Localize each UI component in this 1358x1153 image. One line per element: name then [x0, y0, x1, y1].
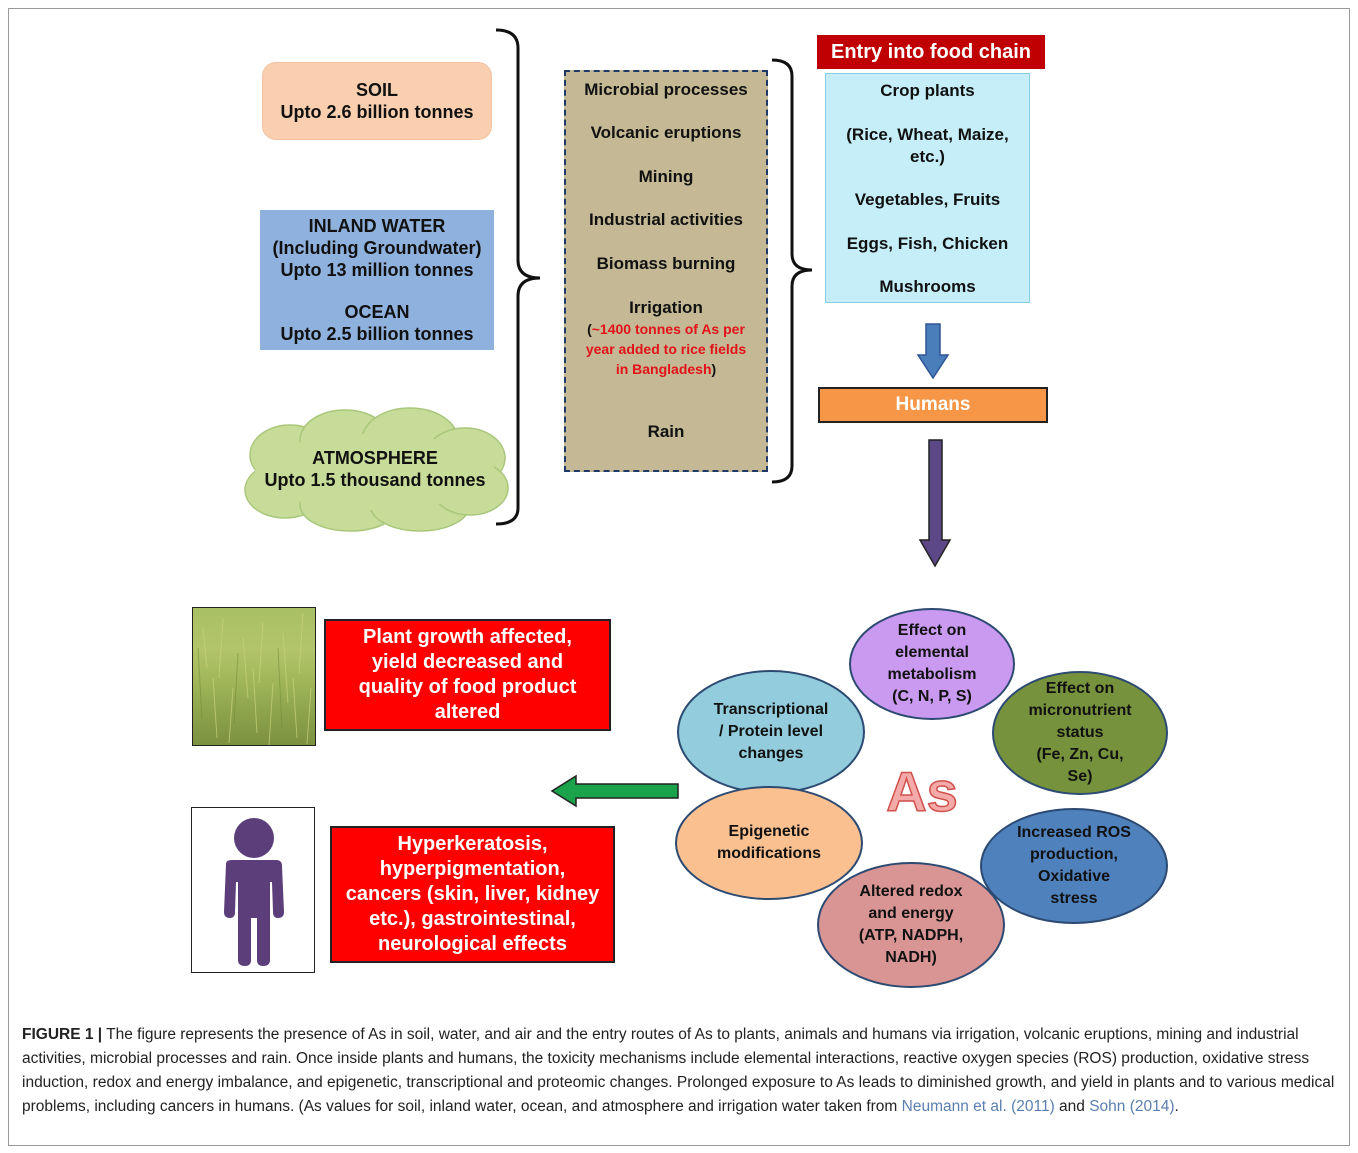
atmosphere-label: ATMOSPHERE [312, 448, 438, 468]
irrigation-note-line3: in Bangladesh [615, 361, 712, 377]
redox-line4: NADH) [885, 949, 937, 966]
entry-title: Entry into food chain [817, 35, 1045, 69]
plant-effect-line4: altered [434, 701, 501, 723]
micronutrient-line5: Se) [1067, 768, 1093, 785]
crops-title: Crop plants [880, 81, 975, 100]
figure-frame [8, 8, 1350, 1146]
micronutrient-line1: Effect on [1045, 680, 1115, 697]
human-effect-line1: Hyperkeratosis, [397, 833, 548, 855]
source-microbial: Microbial processes [584, 80, 748, 99]
rice-field-image [192, 607, 316, 746]
bracket-reservoirs [495, 28, 541, 526]
atmosphere-text: ATMOSPHERE Upto 1.5 thousand tonnes [248, 444, 502, 494]
source-rain: Rain [647, 422, 685, 441]
human-effect-line2: hyperpigmentation, [379, 858, 566, 880]
humans-box: Humans [818, 387, 1048, 423]
caption-text: The figure represents the presence of As… [22, 1026, 1335, 1115]
ros-line1: Increased ROS [1017, 824, 1131, 841]
bracket-sources [771, 58, 813, 484]
ellipse-elemental-metabolism: Effect on elemental metabolism (C, N, P,… [849, 608, 1015, 720]
soil-label: SOIL [355, 80, 398, 100]
irrigation-paren-close: ) [711, 361, 717, 377]
ocean-label: OCEAN [344, 302, 410, 322]
redox-line2: and energy [868, 905, 954, 922]
ellipse-epigenetic: Epigenetic modifications [675, 786, 863, 900]
transcriptional-line1: Transcriptional [713, 701, 829, 718]
food-mushrooms: Mushrooms [879, 277, 976, 296]
inland-water-label: INLAND WATER [308, 216, 446, 236]
ellipse-ros: Increased ROS production, Oxidative stre… [980, 808, 1168, 924]
caption-label: FIGURE 1 | [22, 1026, 103, 1043]
crops-etc: etc.) [910, 147, 945, 166]
water-box: INLAND WATER (Including Groundwater) Upt… [260, 210, 494, 350]
elemental-line3: metabolism [887, 666, 977, 683]
source-volcanic: Volcanic eruptions [590, 123, 742, 142]
atmosphere-cloud [244, 407, 509, 532]
crops-examples: (Rice, Wheat, Maize, [846, 125, 1009, 144]
irrigation-paren-open: ( [587, 321, 592, 337]
inland-water-note: (Including Groundwater) [272, 238, 482, 258]
elemental-line4: (C, N, P, S) [892, 688, 972, 705]
transcriptional-line3: changes [738, 745, 804, 762]
plant-effect-line3: quality of food product [358, 676, 577, 698]
micronutrient-line4: (Fe, Zn, Cu, [1036, 746, 1124, 763]
ellipse-redox: Altered redox and energy (ATP, NADPH, NA… [817, 862, 1005, 988]
redox-line3: (ATP, NADPH, [858, 927, 964, 944]
caption-citation-neumann[interactable]: Neumann et al. (2011) [901, 1098, 1055, 1115]
rice-texture [197, 612, 312, 745]
atmosphere-amount: Upto 1.5 thousand tonnes [264, 470, 486, 490]
inland-water-amount: Upto 13 million tonnes [280, 260, 474, 280]
elemental-line1: Effect on [897, 622, 967, 639]
human-effect-line4: etc.), gastrointestinal, [369, 908, 576, 930]
transcriptional-line2: / Protein level [718, 723, 824, 740]
ellipse-micronutrient-status: Effect on micronutrient status (Fe, Zn, … [992, 671, 1168, 795]
irrigation-note-line1: ~1400 tonnes of As per [591, 321, 745, 337]
arrow-to-mechanisms [918, 439, 952, 568]
source-mining: Mining [638, 167, 694, 186]
as-center-label: As [885, 759, 958, 824]
human-effect-line5: neurological effects [378, 933, 567, 955]
epigenetic-line2: modifications [716, 845, 821, 862]
person-image [191, 807, 315, 973]
source-irrigation: Irrigation [629, 298, 703, 317]
crops-box: Crop plants (Rice, Wheat, Maize, etc.) V… [825, 73, 1030, 303]
plant-effect-line2: yield decreased and [371, 651, 564, 673]
ros-line2: production, [1030, 846, 1118, 863]
ros-line3: Oxidative [1037, 868, 1111, 885]
arrow-to-humans [916, 323, 950, 380]
soil-amount: Upto 2.6 billion tonnes [280, 102, 474, 122]
soil-box: SOIL Upto 2.6 billion tonnes [262, 62, 492, 140]
irrigation-note: (~1400 tonnes of As per year added to ri… [566, 319, 766, 379]
caption-citation-sohn[interactable]: Sohn (2014) [1089, 1098, 1175, 1115]
human-effects-box: Hyperkeratosis, hyperpigmentation, cance… [330, 826, 615, 963]
ros-line4: stress [1050, 890, 1098, 907]
plant-effects-box: Plant growth affected, yield decreased a… [324, 619, 611, 731]
sources-box: Microbial processes Volcanic eruptions M… [564, 70, 768, 472]
ocean-amount: Upto 2.5 billion tonnes [280, 324, 474, 344]
redox-line1: Altered redox [859, 883, 963, 900]
arrow-to-effects [550, 774, 679, 808]
food-vegetables: Vegetables, Fruits [854, 190, 1001, 209]
figure-caption: FIGURE 1 | The figure represents the pre… [22, 1023, 1342, 1119]
micronutrient-line2: micronutrient [1028, 702, 1132, 719]
epigenetic-line1: Epigenetic [728, 823, 810, 840]
source-industrial: Industrial activities [589, 210, 743, 229]
micronutrient-line3: status [1056, 724, 1104, 741]
plant-effect-line1: Plant growth affected, [363, 626, 572, 648]
caption-and: and [1054, 1098, 1090, 1115]
person-icon [224, 818, 284, 966]
irrigation-note-line2: year added to rice fields [585, 341, 747, 357]
human-effect-line3: cancers (skin, liver, kidney [345, 883, 600, 905]
ellipse-transcriptional: Transcriptional / Protein level changes [677, 670, 865, 794]
food-animal: Eggs, Fish, Chicken [846, 234, 1009, 253]
caption-end: . [1174, 1098, 1179, 1115]
source-biomass: Biomass burning [596, 254, 736, 273]
elemental-line2: elemental [895, 644, 969, 661]
